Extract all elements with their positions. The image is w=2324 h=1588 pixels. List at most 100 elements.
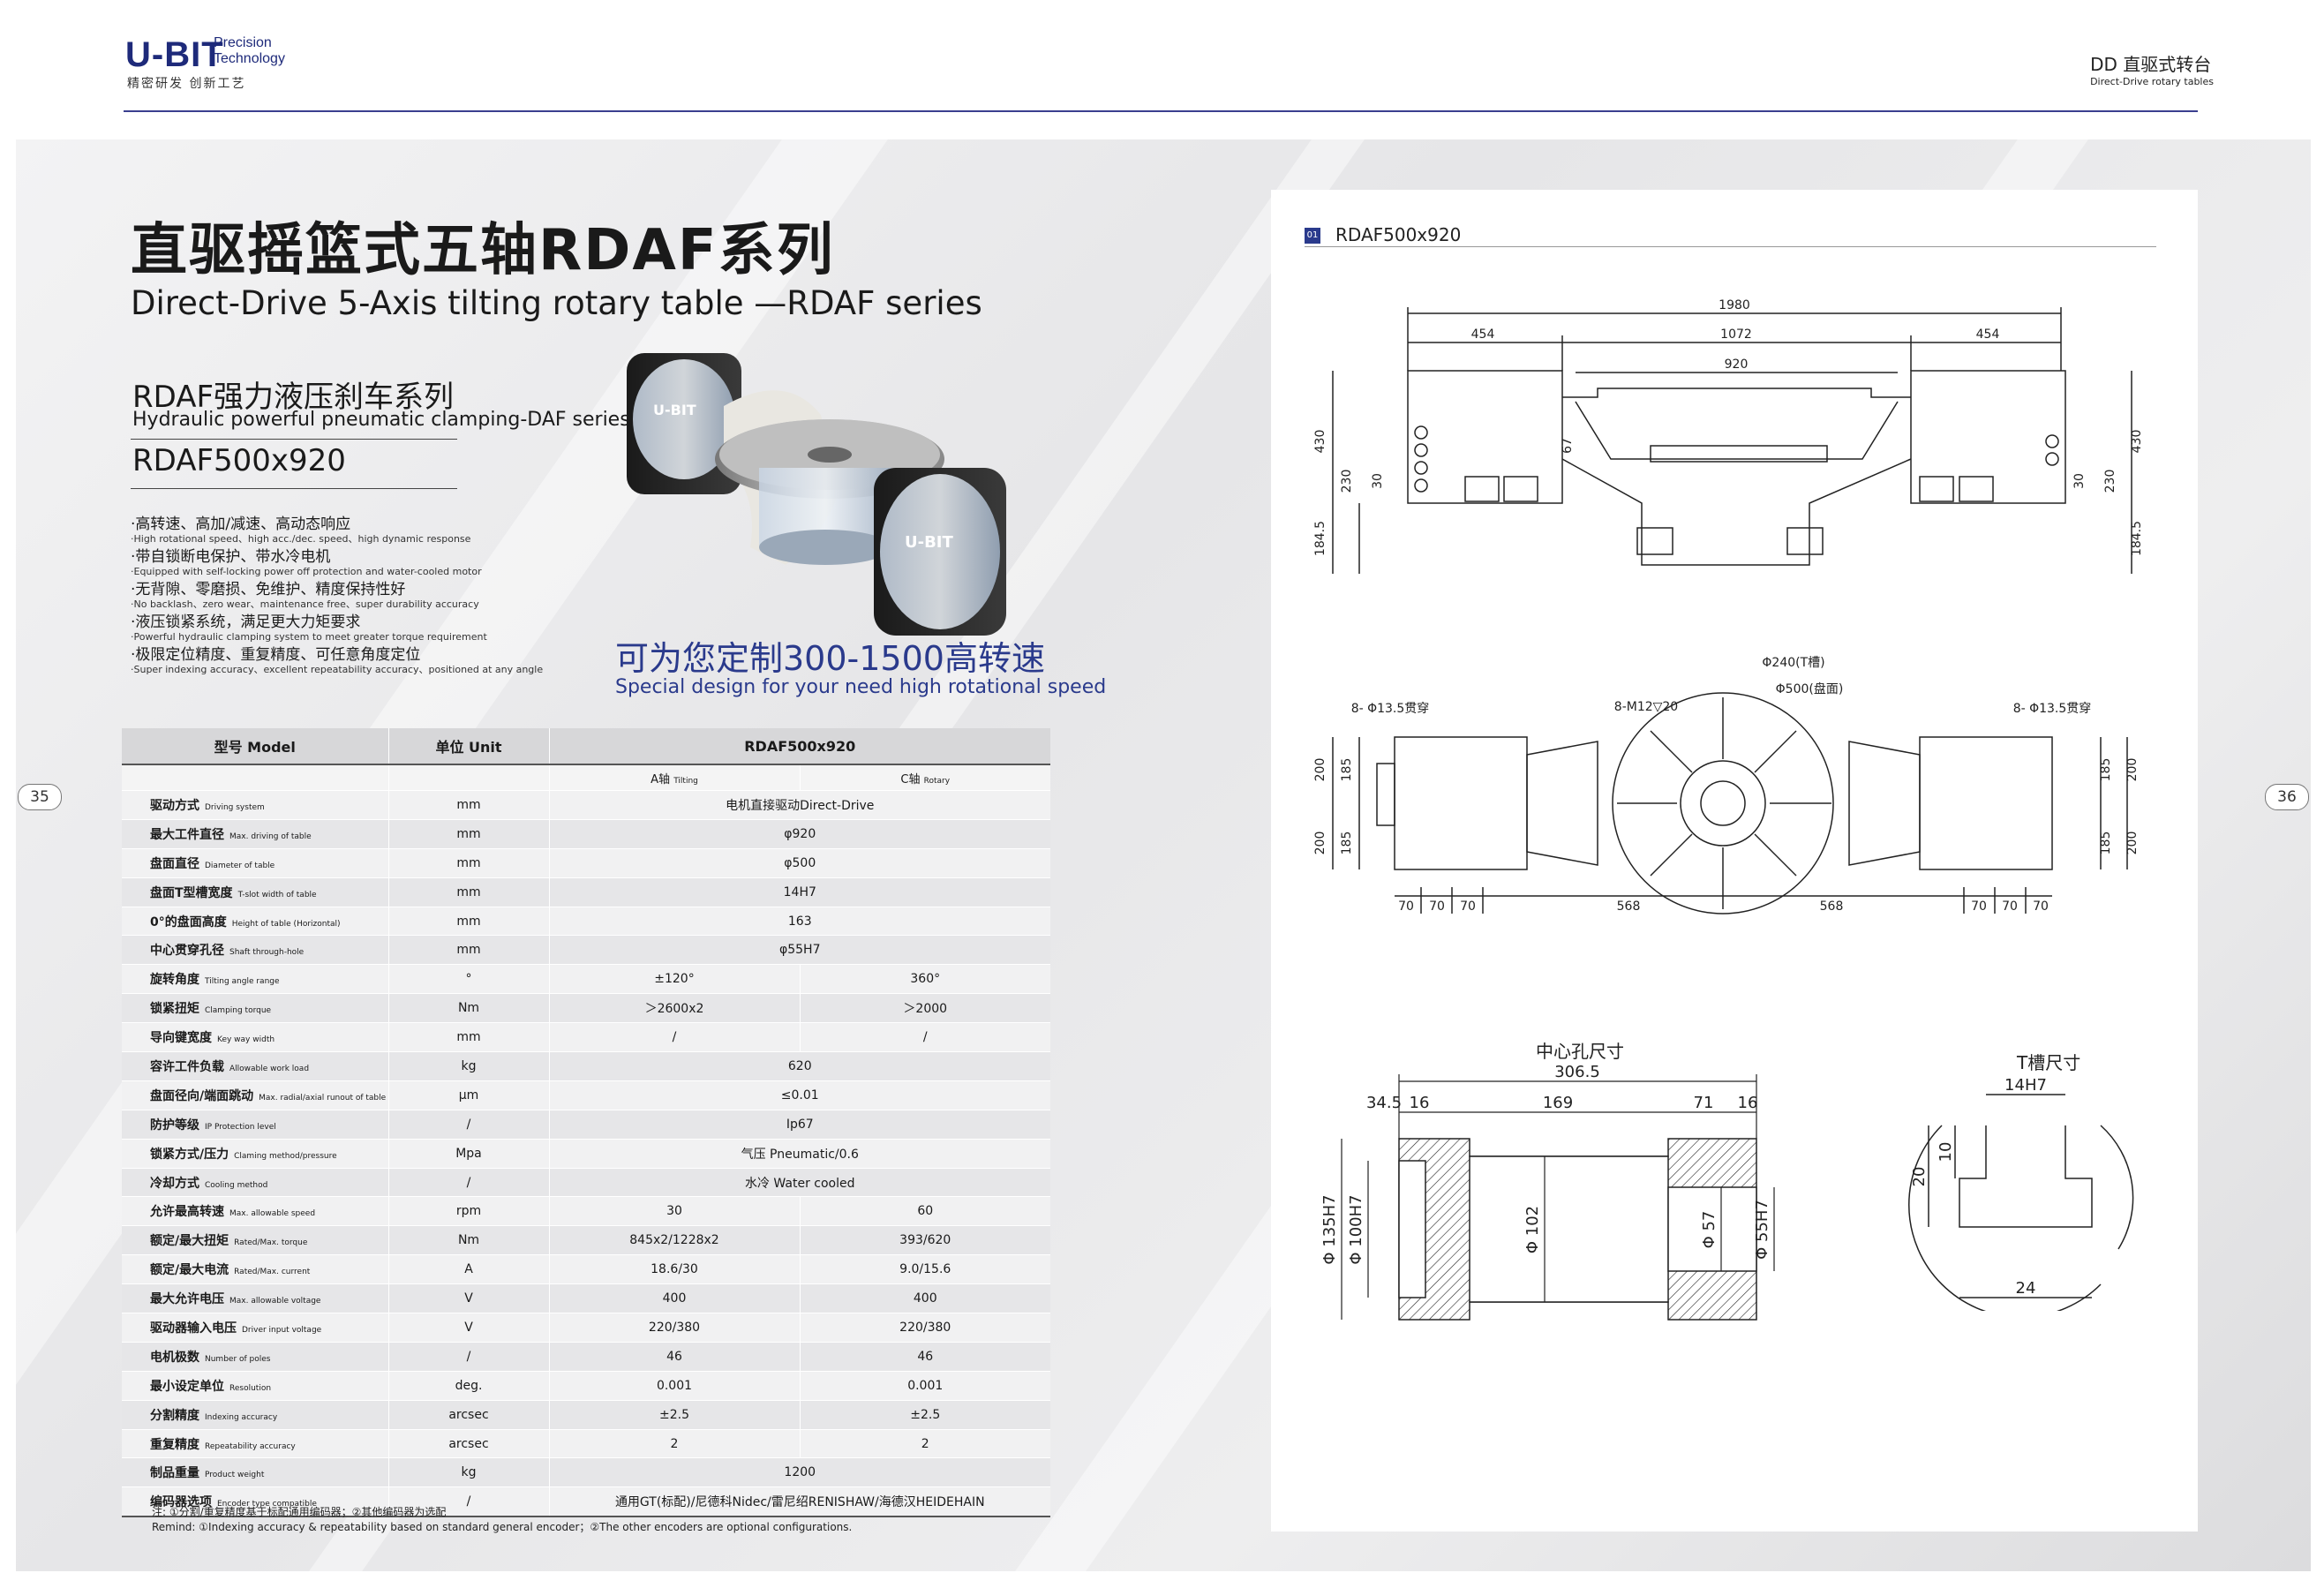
spec-value-c: 360° (799, 964, 1050, 995)
page-title-cn: 直驱摇篮式五轴RDAF系列 (131, 218, 835, 283)
svg-text:10: 10 (1937, 1142, 1955, 1163)
dim-h184-right: 184.5 (2130, 521, 2144, 556)
top-view-drawing: 8- Φ13.5贯穿 8- Φ13.5贯穿 8-M12▽20 Φ240(T槽) … (1313, 656, 2140, 914)
svg-text:70: 70 (1971, 899, 1987, 914)
spec-value-c: 220/380 (799, 1313, 1050, 1343)
spec-unit: kg (387, 1457, 549, 1488)
spec-unit: / (387, 1110, 549, 1140)
spec-value: φ500 (548, 848, 1050, 878)
spec-unit: / (387, 1342, 549, 1372)
svg-text:34.5: 34.5 (1366, 1094, 1402, 1112)
tslot-diameter: Φ240(T槽) (1762, 656, 1824, 670)
spec-value-c: ＞2000 (799, 993, 1050, 1024)
spec-value-c: 0.001 (799, 1371, 1050, 1401)
feature-item: ·高转速、高加/减速、高动态响应·High rotational speed、h… (131, 516, 471, 545)
spec-unit: mm (387, 1022, 549, 1053)
page-title-en: Direct-Drive 5-Axis tilting rotary table… (131, 284, 982, 322)
spec-unit: μm (387, 1080, 549, 1110)
thread-callout: 8-M12▽20 (1614, 700, 1678, 714)
svg-text:185: 185 (2099, 758, 2113, 782)
svg-text:Φ 135H7: Φ 135H7 (1320, 1194, 1339, 1264)
svg-text:306.5: 306.5 (1554, 1064, 1600, 1081)
dim-h230-right: 230 (2103, 470, 2117, 493)
svg-text:185: 185 (1340, 758, 1354, 782)
svg-text:70: 70 (2002, 899, 2018, 914)
spec-value-a: 845x2/1228x2 (548, 1225, 800, 1256)
table-notes: 注: ①分割/重复精度基于标配通用编码器；②其他编码器为选配 Remind: ①… (152, 1505, 852, 1535)
svg-text:185: 185 (1340, 832, 1354, 855)
dim-h30-right: 30 (2072, 473, 2087, 489)
spec-unit: arcsec (387, 1400, 549, 1430)
spec-unit: mm (387, 790, 549, 820)
feature-item: ·极限定位精度、重复精度、可任意角度定位·Super indexing accu… (131, 646, 544, 675)
feature-item: ·带自锁断电保护、带水冷电机·Equipped with self-lockin… (131, 548, 482, 577)
dim-h184-left: 184.5 (1313, 521, 1327, 556)
spec-value: φ55H7 (548, 935, 1050, 966)
divider (131, 439, 457, 440)
product-logo: U-BIT (905, 533, 954, 552)
spec-value-c: 60 (799, 1196, 1050, 1227)
feature-item: ·液压锁紧系统，满足更大力矩要求·Powerful hydraulic clam… (131, 613, 487, 643)
spec-unit: rpm (387, 1196, 549, 1227)
spec-unit: Mpa (387, 1139, 549, 1169)
custom-slogan-cn: 可为您定制300-1500高转速 (615, 639, 1045, 678)
svg-text:185: 185 (2099, 832, 2113, 855)
axis-header-row: A轴 Tilting C轴 Rotary (122, 764, 1050, 791)
spec-value: 1200 (548, 1457, 1050, 1488)
spec-value-a: ＞2600x2 (548, 993, 800, 1024)
svg-text:70: 70 (1398, 899, 1414, 914)
spec-unit: / (387, 1168, 549, 1198)
svg-text:Φ 57: Φ 57 (1700, 1211, 1719, 1249)
spec-value: 电机直接驱动Direct-Drive (548, 790, 1050, 820)
spec-value-a: 400 (548, 1283, 800, 1314)
svg-text:200: 200 (2125, 758, 2140, 782)
svg-text:568: 568 (1617, 899, 1641, 914)
spec-value: 水冷 Water cooled (548, 1168, 1050, 1198)
center-hole-drawing: 306.5 34.5 16 169 71 16 Φ 135H7 Φ 100H7 … (1320, 1064, 1775, 1321)
spec-value: 620 (548, 1051, 1050, 1081)
product-logo: U-BIT (653, 402, 696, 418)
spec-value-c: 9.0/15.6 (799, 1254, 1050, 1285)
spec-value: ≤0.01 (548, 1080, 1050, 1110)
svg-text:568: 568 (1820, 899, 1844, 914)
dim-inner: 920 (1725, 357, 1749, 372)
spec-value: 气压 Pneumatic/0.6 (548, 1139, 1050, 1169)
svg-text:Φ 102: Φ 102 (1523, 1206, 1542, 1253)
axis-a-header: A轴 Tilting (548, 764, 800, 791)
spec-value-c: 2 (799, 1429, 1050, 1459)
dim-overall: 1980 (1719, 298, 1750, 312)
dim-h230-left: 230 (1340, 470, 1354, 493)
spec-value-c: ±2.5 (799, 1400, 1050, 1430)
hole-title: 中心孔尺寸 (1536, 1041, 1624, 1062)
logo-subtitle: Precision Technology (214, 35, 285, 66)
product-image: U-BIT U-BIT (627, 353, 1006, 636)
header-divider (124, 110, 2198, 112)
spec-table: 型号 Model 单位 Unit RDAF500x920 A轴 Tilting … (122, 728, 1050, 1518)
spec-value-c: 46 (799, 1342, 1050, 1372)
note-cn: 注: ①分割/重复精度基于标配通用编码器；②其他编码器为选配 (152, 1506, 447, 1518)
spec-unit: Nm (387, 993, 549, 1024)
header-model: 型号 Model (122, 728, 388, 765)
spec-unit: arcsec (387, 1429, 549, 1459)
